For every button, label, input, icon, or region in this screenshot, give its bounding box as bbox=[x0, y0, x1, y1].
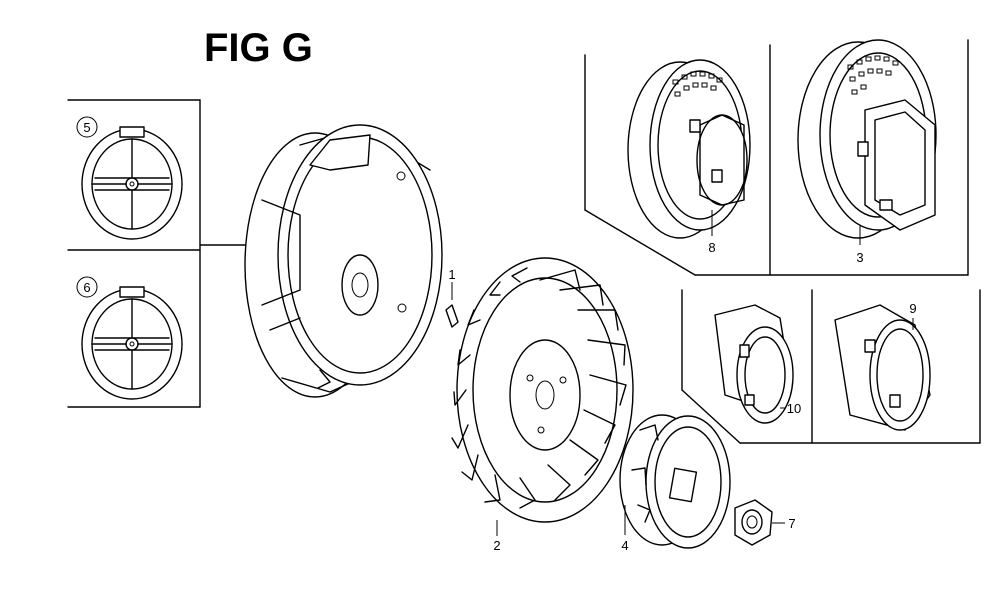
part-1-key: 1 bbox=[445, 267, 459, 328]
part-8-hub-assembly: 8 bbox=[627, 59, 751, 255]
inset-panel-right-upper bbox=[584, 39, 969, 276]
callout-6: 6 bbox=[83, 280, 90, 295]
figure-title: FIG G bbox=[204, 26, 313, 70]
callout-5: 5 bbox=[83, 120, 90, 135]
callout-7: 7 bbox=[788, 516, 795, 531]
part-4-starter-pulley: 4 bbox=[619, 414, 731, 553]
callout-9: 9 bbox=[909, 301, 916, 316]
callout-10: 10 bbox=[787, 401, 801, 416]
callout-8: 8 bbox=[708, 240, 715, 255]
callout-2: 2 bbox=[493, 538, 500, 553]
callout-4: 4 bbox=[621, 538, 628, 553]
part-2-cooling-fan: 2 bbox=[451, 257, 634, 553]
part-9-sleeve: 9 bbox=[834, 301, 931, 431]
inset-panel-right-lower bbox=[681, 289, 981, 444]
callout-3: 3 bbox=[856, 250, 863, 265]
callout-1: 1 bbox=[448, 267, 455, 282]
part-10-collar: 10 bbox=[714, 304, 801, 424]
part-7-flange-nut: 7 bbox=[734, 499, 796, 546]
inset-panel-left bbox=[67, 99, 251, 408]
part-3-hub-assembly: 3 bbox=[797, 39, 937, 265]
part-6-flywheel-face: 6 bbox=[76, 276, 183, 400]
part-5-flywheel-face: 5 bbox=[76, 116, 183, 240]
flywheel-main bbox=[244, 124, 443, 398]
